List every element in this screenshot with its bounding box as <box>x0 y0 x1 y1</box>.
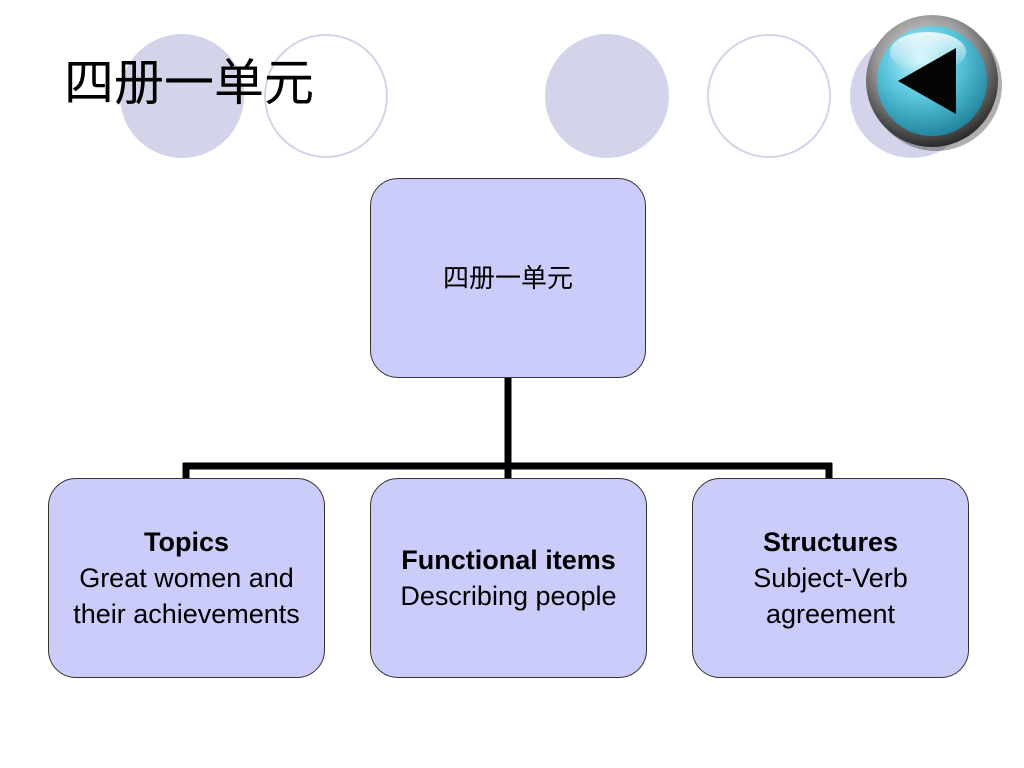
topics-node: Topics Great women and their achievement… <box>48 478 325 678</box>
root-node-label: 四册一单元 <box>442 264 573 294</box>
topics-text: Great women and their achievements <box>73 563 300 629</box>
structures-heading: Structures <box>762 527 899 557</box>
decorative-circle-outline <box>264 34 388 158</box>
topics-heading: Topics <box>143 527 229 557</box>
root-node: 四册一单元 <box>370 178 646 378</box>
back-button[interactable] <box>860 8 1006 154</box>
structures-node: Structures Subject-Verb agreement <box>692 478 969 678</box>
functional-items-text: Describing people <box>400 581 617 611</box>
decorative-circle <box>545 34 669 158</box>
structures-text: Subject-Verb agreement <box>753 563 908 629</box>
decorative-circle-outline <box>707 34 831 158</box>
functional-items-node: Functional items Describing people <box>370 478 647 678</box>
functional-items-heading: Functional items <box>401 545 616 575</box>
decorative-circle <box>120 34 244 158</box>
triangle-left-icon <box>866 15 1002 151</box>
slide-title: 四册一单元 <box>64 54 314 112</box>
